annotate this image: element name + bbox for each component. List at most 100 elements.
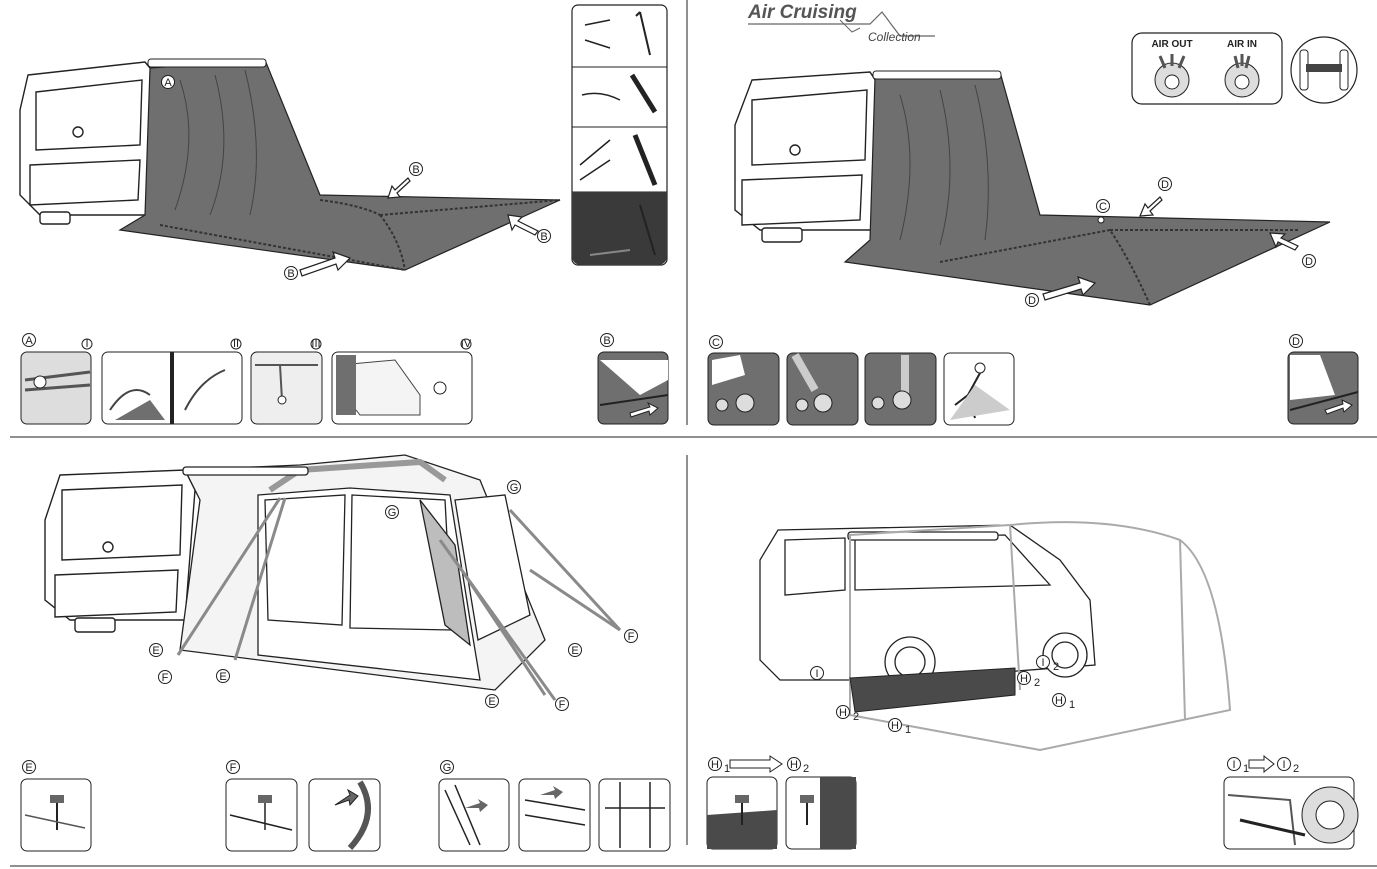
guy-ropes	[176, 497, 622, 701]
arrow-b-2	[507, 214, 539, 236]
svg-text:1: 1	[905, 724, 911, 736]
step-tile-g3	[598, 778, 671, 852]
svg-text:E: E	[571, 645, 578, 657]
callout-e-left: E	[149, 643, 163, 657]
svg-text:2: 2	[853, 711, 859, 723]
step-tile-i	[1223, 776, 1359, 850]
hard-ground-icon	[572, 192, 667, 265]
arrow-right-icon	[729, 755, 783, 773]
callout-b-steps: B	[600, 333, 614, 347]
svg-text:H: H	[790, 759, 798, 771]
inflated-awning	[179, 454, 546, 691]
svg-text:D: D	[1028, 295, 1036, 307]
svg-text:I: I	[815, 668, 818, 680]
awning-fabric	[118, 58, 561, 271]
svg-text:D: D	[1161, 179, 1169, 191]
arrow-d-3	[1139, 196, 1163, 217]
step-tile-g1	[438, 778, 510, 852]
callout-i-left: I	[810, 666, 824, 680]
awning-frame-overlay	[849, 521, 1232, 752]
svg-text:E: E	[219, 671, 226, 683]
arrow-d-2	[1269, 232, 1299, 251]
step-tile-a1	[20, 351, 92, 425]
callout-d-left: D	[1025, 293, 1039, 307]
rope-clip-icon	[584, 19, 611, 49]
svg-text:H: H	[839, 707, 847, 719]
callout-b-top: B	[409, 162, 423, 176]
svg-text:AIR IN: AIR IN	[1227, 39, 1257, 50]
svg-text:I: I	[1282, 759, 1285, 771]
svg-text:H: H	[1055, 695, 1063, 707]
panel-3: G G F E F E E E F E F G	[20, 454, 671, 852]
svg-text:B: B	[287, 268, 294, 280]
callout-b-right: B	[537, 229, 551, 243]
svg-text:H: H	[711, 759, 719, 771]
arrow-d-group	[1042, 196, 1299, 301]
svg-text:C: C	[712, 337, 720, 349]
van-rear-illustration-3	[44, 469, 196, 633]
step-tile-c1	[707, 352, 780, 426]
arrow-d-1	[1042, 276, 1097, 301]
van-side-illustration	[759, 524, 1096, 688]
svg-text:G: G	[510, 482, 519, 494]
callout-f-bottom: F	[555, 697, 569, 711]
callout-b-left: B	[284, 266, 298, 280]
callout-a: A	[161, 75, 175, 89]
step-tile-g2	[518, 778, 591, 852]
van-rear-illustration-2	[734, 71, 886, 243]
valve-panel: AIR OUT AIR IN	[1131, 32, 1358, 105]
air-in-valve-icon	[1224, 54, 1260, 98]
svg-text:1: 1	[1069, 699, 1075, 711]
callout-d-right: D	[1302, 254, 1316, 268]
svg-text:B: B	[540, 231, 547, 243]
svg-text:C: C	[1099, 201, 1107, 213]
step-ii-label: II	[230, 338, 242, 350]
svg-text:A: A	[164, 77, 172, 89]
callout-d-top: D	[1158, 177, 1172, 191]
svg-text:I: I	[1232, 759, 1235, 771]
svg-text:H: H	[891, 720, 899, 732]
svg-text:2: 2	[1053, 661, 1059, 673]
callout-f-right: F	[624, 629, 638, 643]
guy-rope-icon	[581, 92, 621, 101]
callout-a-steps: A	[22, 333, 36, 347]
callout-e-bottom: E	[485, 694, 499, 708]
accessory-panel	[571, 4, 668, 266]
callout-e-steps: E	[22, 760, 36, 774]
svg-text:B: B	[412, 164, 419, 176]
awning-fabric-2	[843, 70, 1331, 306]
svg-text:II: II	[233, 338, 239, 350]
step-tile-c4	[943, 352, 1015, 426]
callout-g-right: G	[507, 480, 521, 494]
step-tile-b	[597, 351, 669, 425]
callout-g-steps: G	[440, 760, 454, 774]
step-tile-f2	[308, 778, 381, 852]
step-i-label: I	[81, 338, 93, 350]
svg-text:F: F	[230, 762, 237, 774]
svg-text:E: E	[25, 762, 32, 774]
svg-text:G: G	[388, 507, 397, 519]
panel-2: Air Cruising Collection AIR OUT AIR IN	[707, 2, 1359, 426]
arrow-b-3	[387, 177, 411, 199]
hook-peg-icon	[579, 139, 611, 181]
svg-text:2: 2	[1034, 677, 1040, 689]
svg-text:I: I	[1041, 657, 1044, 669]
svg-text:IV: IV	[461, 338, 472, 350]
svg-text:D: D	[1292, 336, 1300, 348]
step-tile-a3	[250, 351, 323, 425]
peg-icon	[635, 11, 651, 56]
svg-text:1: 1	[724, 763, 730, 775]
arrow-right-icon-2	[1248, 754, 1275, 774]
step-tile-c3	[864, 352, 937, 426]
svg-text:F: F	[628, 631, 635, 643]
callout-g-top: G	[385, 505, 399, 519]
svg-text:F: F	[162, 672, 169, 684]
step-tile-h1	[706, 776, 778, 850]
svg-text:Collection: Collection	[868, 30, 921, 44]
